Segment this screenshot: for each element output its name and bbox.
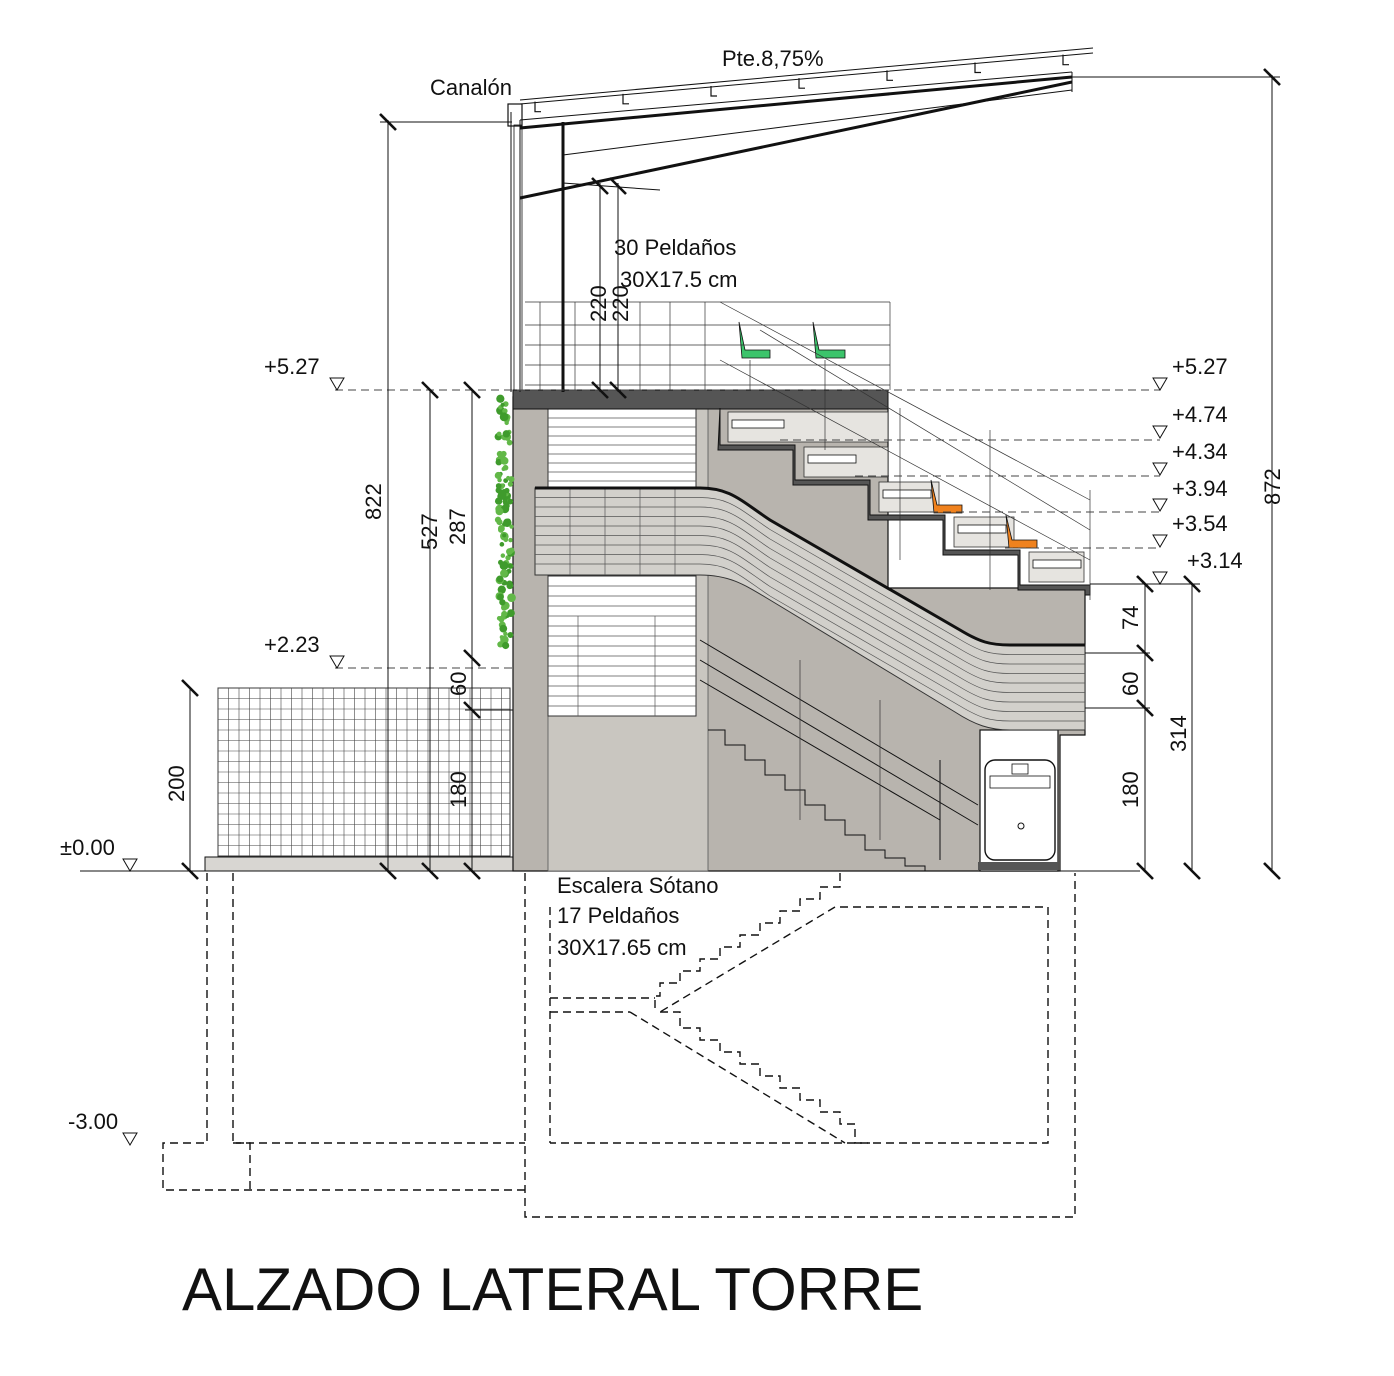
basement-stair-note-2: 17 Peldaños [557,903,679,928]
dim-200: 200 [164,765,189,802]
dim-180-left: 180 [446,771,471,808]
dim-60-right: 60 [1118,672,1143,696]
internal-stair [699,639,979,871]
drawing-title: ALZADO LATERAL TORRE [182,1256,923,1323]
level-314: +3.14 [1187,548,1243,573]
level-000: ±0.00 [60,835,115,860]
level-markers [122,377,1168,1146]
top-slab [512,389,889,410]
dim-872: 872 [1260,468,1285,505]
level-354: +3.54 [1172,511,1228,536]
level-minus-300: -3.00 [68,1109,118,1134]
dim-60-left: 60 [446,672,471,696]
dim-74: 74 [1118,606,1143,630]
lift-car [978,759,1058,870]
dim-822: 822 [361,483,386,520]
terrace-steps [717,407,1091,596]
level-527-right: +5.27 [1172,354,1228,379]
level-434: +4.34 [1172,439,1228,464]
upper-stair-note-1: 30 Peldaños [614,235,736,260]
level-223: +2.23 [264,632,320,657]
perimeter-fence [217,687,511,857]
upper-railing [525,301,1091,600]
basement-outline [162,873,1076,1218]
green-hedge [494,394,516,650]
dim-314: 314 [1166,715,1191,752]
basement-stair-note-3: 30X17.65 cm [557,935,687,960]
seat-green-1 [738,321,771,359]
dim-220-a: 220 [586,285,611,322]
dim-220-b: 220 [608,285,633,322]
upper-stair-note-2: 30X17.5 cm [620,267,737,292]
gutter [507,103,523,127]
level-474: +4.74 [1172,402,1228,427]
curved-facade-band [534,486,1086,731]
upper-louver-window [547,407,697,491]
dimension-lines [181,68,1281,880]
dim-180-right: 180 [1118,771,1143,808]
dim-287: 287 [445,508,470,545]
seat-orange-1 [930,479,963,514]
level-394: +3.94 [1172,476,1228,501]
basement-stair-lower [660,1011,870,1144]
seat-orange-2 [1005,514,1038,549]
level-527-left: +5.27 [264,354,320,379]
gutter-label: Canalón [430,75,512,100]
basement-stair-upper [654,873,841,1012]
dim-527: 527 [417,513,442,550]
seat-green-2 [812,321,846,359]
basement-stair-note-1: Escalera Sótano [557,873,718,898]
roof-slope-label: Pte.8,75% [722,46,824,71]
roof-structure [507,47,1094,392]
